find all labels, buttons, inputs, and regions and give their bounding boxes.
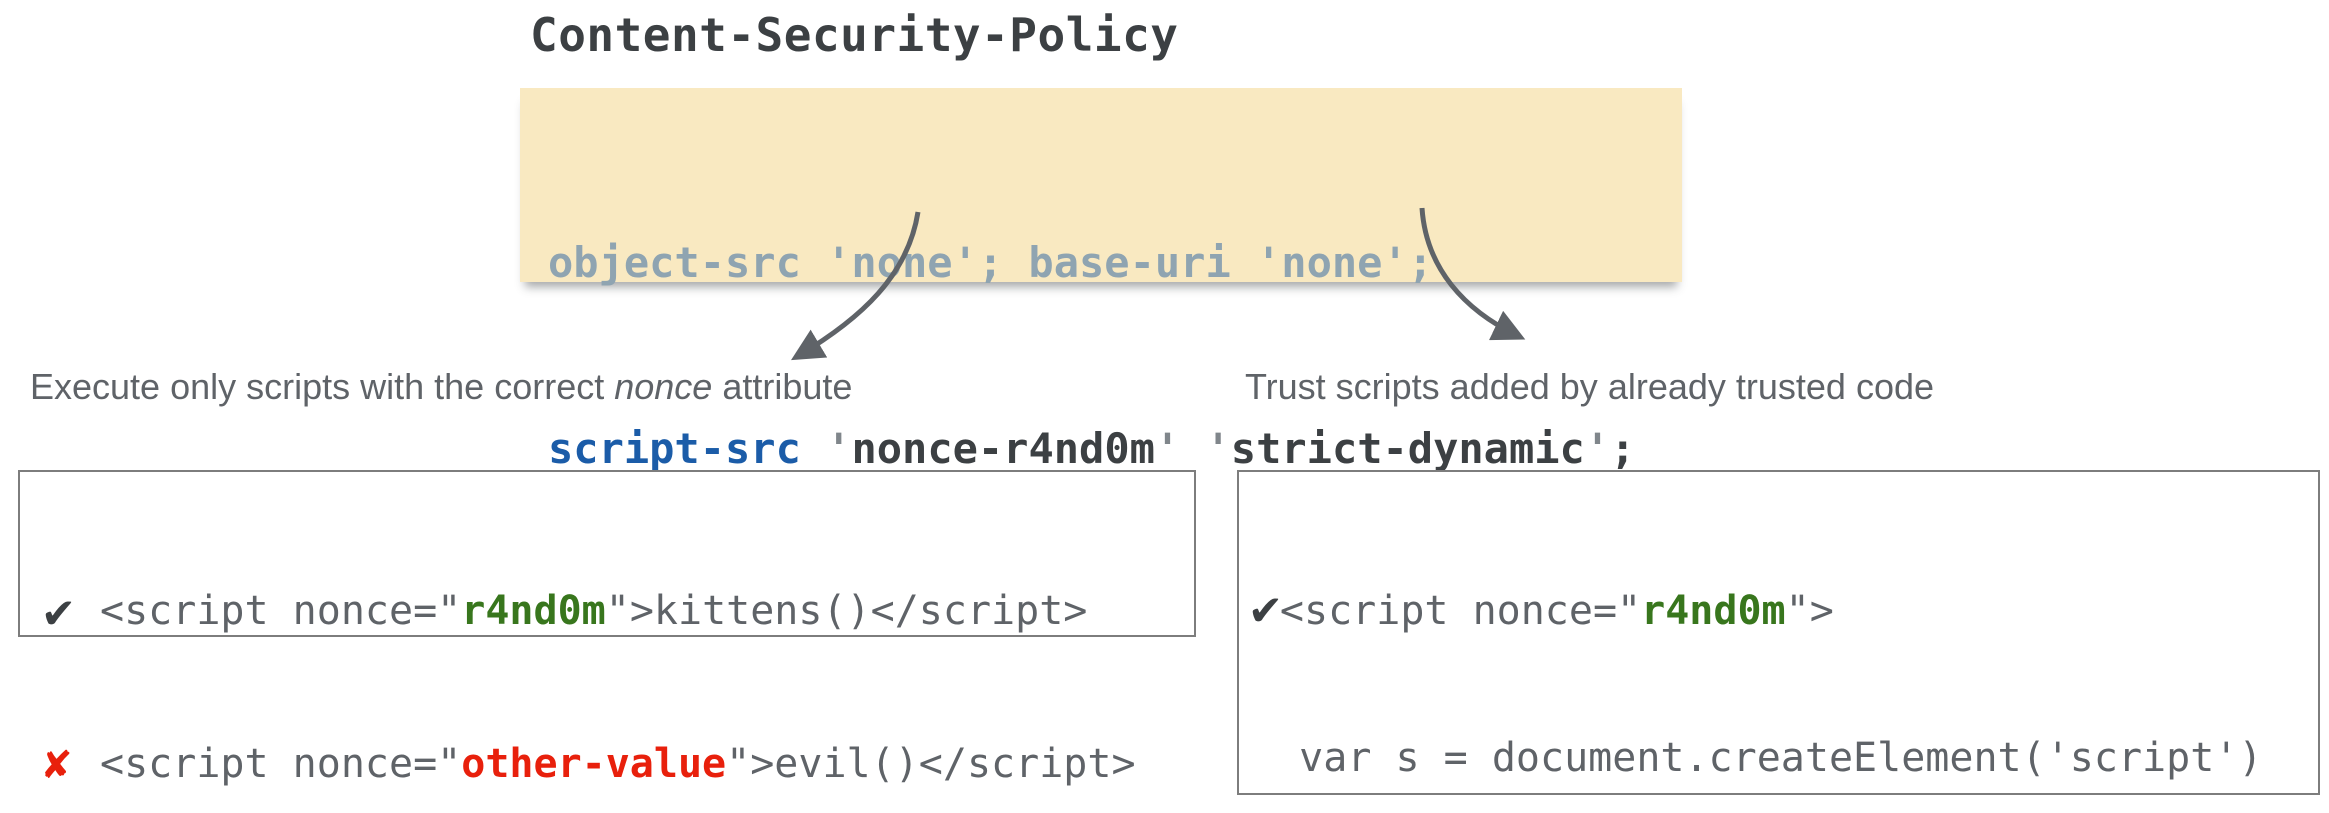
csp-muted-directives: object-src 'none'; base-uri 'none'; [548,238,1434,287]
code-line-2: var s = document.createElement('script') [1251,735,2263,781]
csp-strict-dynamic-source: strict-dynamic [1230,424,1585,473]
check-icon: ✔ [44,582,73,639]
code-text: ">evil()</script> [726,740,1136,787]
nonce-value-bad: other-value [461,740,727,787]
code-text: <script nonce=" [1279,588,1642,634]
csp-policy-box: object-src 'none'; base-uri 'none'; scri… [520,88,1682,473]
csp-quote: ' [826,424,852,473]
page-title: Content-Security-Policy [530,8,1179,62]
cross-icon: ✘ [44,737,71,789]
csp-quote: ' [1154,424,1181,473]
label-nonce-emphasis: nonce [614,366,713,407]
csp-policy-line-2: script-src 'nonce-r4nd0m' 'strict-dynami… [548,418,1682,480]
nonce-annotation-label: Execute only scripts with the correct no… [30,366,852,408]
code-text: ">kittens()</script> [605,587,1088,634]
nonce-value-good: r4nd0m [461,587,606,634]
code-text: <script nonce=" [100,740,462,787]
strict-dynamic-example-box: ✔<script nonce="r4nd0m"> var s = documen… [1237,470,2320,795]
check-icon: ✔ [1251,580,1280,636]
code-text: <script nonce=" [100,587,462,634]
label-text: Execute only scripts with the correct [30,366,615,407]
csp-policy-line-1: object-src 'none'; base-uri 'none'; [548,232,1682,294]
label-text: attribute [712,366,853,407]
csp-semicolon: ; [1610,424,1636,473]
code-line-1: ✔<script nonce="r4nd0m"> [1251,584,2318,636]
csp-script-src-directive: script-src [548,424,801,473]
nonce-value-good: r4nd0m [1641,588,1786,634]
csp-quote: ' [1584,424,1611,473]
nonce-example-box: ✔<script nonce="r4nd0m">kittens()</scrip… [18,470,1196,787]
code-text: "> [1785,588,1834,634]
csp-nonce-source: nonce-r4nd0m [851,424,1155,473]
csp-space [1180,424,1205,473]
csp-quote: ' [1205,424,1231,473]
allowed-script-row: ✔ <script nonce="r4nd0m">kittens()</scrip… [44,580,1194,641]
strict-dynamic-annotation-label: Trust scripts added by already trusted c… [1245,366,1935,407]
blocked-script-row: ✘ <script nonce="other-value">evil()</scr… [44,733,1194,794]
csp-space [801,424,826,473]
